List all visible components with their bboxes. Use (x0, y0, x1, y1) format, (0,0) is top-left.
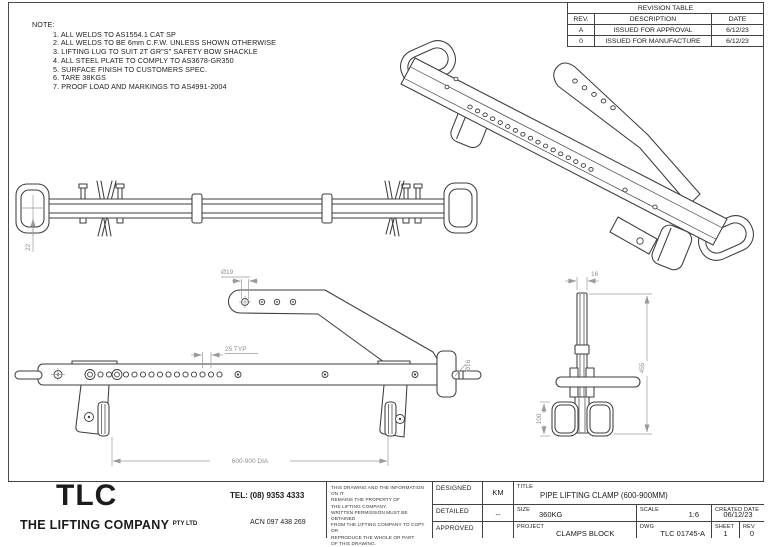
sheet-cell: SHEET 1 (711, 522, 739, 538)
note-item: 2. ALL WELDS TO BE 6mm C.F.W. UNLESS SHO… (53, 38, 276, 48)
revision-table-title: REVISION TABLE (637, 4, 694, 12)
dim-plan-bar-width: 22 (25, 243, 32, 251)
note-item: 5. SURFACE FINISH TO CUSTOMERS SPEC. (53, 64, 208, 74)
sheet-value: 1 (723, 529, 728, 538)
project-label: PROJECT (517, 523, 545, 530)
disclaimer-line: FROM THE LIFTING COMPANY TO COPY OR (331, 522, 425, 534)
detailed-value: -- (495, 510, 501, 519)
title-label: TITLE (517, 483, 533, 490)
title-block-row-1: DESIGNED KM TITLE PIPE LIFTING CLAMP (60… (433, 482, 764, 504)
revision-row: 0 ISSUED FOR MANUFACTURE 6/12/23 (568, 35, 763, 46)
company-name-text: THE LIFTING COMPANY (20, 518, 169, 532)
size-cell: SIZE 360KG (513, 505, 636, 521)
dwg-value: TLC 01745-A (660, 529, 705, 538)
scale-value: 1:6 (688, 510, 699, 519)
designed-cell: DESIGNED (433, 482, 482, 504)
size-value: 360KG (539, 510, 563, 519)
dim-roller-height: 100 (536, 413, 543, 424)
revision-col-description: DESCRIPTION (594, 14, 711, 24)
detailed-label: DETAILED (436, 508, 469, 515)
designed-value: KM (492, 488, 504, 497)
title-block-fields: DESIGNED KM TITLE PIPE LIFTING CLAMP (60… (432, 482, 764, 538)
company-suffix: PTY LTD (172, 521, 198, 527)
approved-label: APPROVED (436, 525, 474, 532)
disclaimer-line: THE LIFTING COMPANY. (331, 503, 387, 509)
disclaimer-line: OF THIS DRAWING. (331, 540, 377, 546)
revision-rev: 0 (579, 37, 583, 45)
revision-col-rev: REV. (573, 15, 589, 23)
created-date-cell: CREATED DATE 06/12/23 (711, 505, 764, 521)
created-date-label: CREATED DATE (715, 506, 760, 513)
revision-description: ISSUED FOR MANUFACTURE (594, 36, 711, 46)
approved-value-cell (482, 522, 513, 538)
elevation-view: Ø19 25 TYP Ø16 600-900 DIA (14, 269, 482, 466)
revision-table: REVISION TABLE REV. DESCRIPTION DATE A I… (567, 2, 764, 47)
designed-value-cell: KM (482, 482, 513, 504)
disclaimer: THIS DRAWING AND THE INFORMATION ON IT R… (326, 482, 432, 546)
isometric-view (400, 40, 754, 271)
disclaimer-line: WRITTEN PERMISSION MUST BE OBTAINED (331, 509, 408, 522)
revision-date: 6/12/23 (711, 25, 763, 35)
company-name: THE LIFTING COMPANY PTY LTD (20, 518, 197, 532)
project-cell: PROJECT CLAMPS BLOCK (513, 522, 636, 538)
drawing-title: PIPE LIFTING CLAMP (600-900MM) (540, 491, 668, 500)
revision-col-date: DATE (711, 14, 763, 24)
end-view: 16 455 100 (536, 271, 652, 437)
title-block-row-2: DETAILED -- SIZE 360KG SCALE 1:6 CREATED… (433, 504, 764, 521)
title-cell: TITLE PIPE LIFTING CLAMP (600-900MM) (513, 482, 764, 504)
disclaimer-line: REPRODUCE THE WHOLE OR PART (331, 534, 415, 540)
note-item: 4. ALL STEEL PLATE TO COMPLY TO AS3678-G… (53, 55, 234, 65)
dim-clamp-range: 600-900 DIA (232, 458, 269, 465)
revision-row: A ISSUED FOR APPROVAL 6/12/23 (568, 24, 763, 35)
note-item: 3. LIFTING LUG TO SUIT 2T GR"S" SAFETY B… (53, 47, 258, 57)
dim-post-width: 16 (591, 271, 599, 278)
detailed-value-cell: -- (482, 505, 513, 521)
scale-label: SCALE (640, 506, 660, 513)
notes-heading: NOTE: (32, 20, 55, 29)
designed-label: DESIGNED (436, 485, 472, 492)
disclaimer-line: THIS DRAWING AND THE INFORMATION ON IT (331, 485, 424, 497)
company-block: TLC THE LIFTING COMPANY PTY LTD TEL: (08… (8, 479, 326, 538)
scale-cell: SCALE 1:6 (636, 505, 711, 521)
revision-table-header-row: REV. DESCRIPTION DATE (568, 13, 763, 24)
disclaimer-line: REMAINS THE PROPERTY OF (331, 497, 400, 503)
title-block-row-3: APPROVED PROJECT CLAMPS BLOCK DWG TLC 01… (433, 521, 764, 538)
plan-view: 22 (15, 180, 478, 252)
revision-date: 6/12/23 (711, 36, 763, 46)
dim-hole-pitch: 25 TYP (225, 346, 247, 353)
approved-cell: APPROVED (433, 522, 482, 538)
dwg-label: DWG (640, 523, 655, 530)
note-item: 7. PROOF LOAD AND MARKINGS TO AS4991-200… (53, 81, 227, 91)
dim-pin-diameter: Ø16 (465, 359, 472, 372)
rev-cell: REV 0 (739, 522, 764, 538)
dwg-cell: DWG TLC 01745-A (636, 522, 711, 538)
revision-rev: A (578, 26, 584, 34)
company-logo: TLC (56, 479, 118, 512)
notes-block: NOTE: 1. ALL WELDS TO AS1554.1 CAT SP 2.… (32, 20, 276, 92)
created-date-value: 06/12/23 (723, 510, 753, 519)
rev-label: REV (743, 523, 755, 530)
company-acn: ACN 097 438 269 (250, 519, 306, 526)
dim-lug-hole: Ø19 (221, 269, 234, 276)
note-item: 1. ALL WELDS TO AS1554.1 CAT SP (53, 29, 176, 39)
rev-value: 0 (749, 529, 755, 538)
note-item: 6. TARE 38KGS (53, 73, 106, 83)
title-block: TLC THE LIFTING COMPANY PTY LTD TEL: (08… (8, 479, 764, 546)
size-label: SIZE (517, 506, 531, 513)
dim-overall-height: 455 (639, 362, 646, 373)
detailed-cell: DETAILED (433, 505, 482, 521)
company-phone: TEL: (08) 9353 4333 (230, 491, 305, 500)
project-value: CLAMPS BLOCK (556, 529, 615, 538)
sheet-label: SHEET (715, 523, 735, 530)
revision-description: ISSUED FOR APPROVAL (594, 25, 711, 35)
